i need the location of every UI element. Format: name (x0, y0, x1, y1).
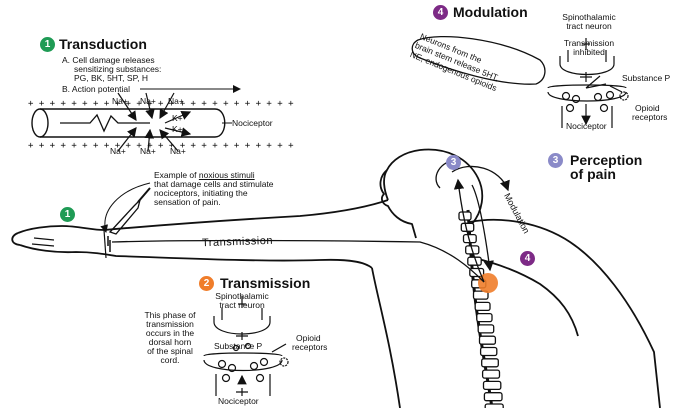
transmission-phase-line2: transmission (146, 319, 194, 329)
vertebra (481, 369, 501, 379)
transduction-item-a-line1: A. Cell damage releases (62, 55, 155, 65)
modulation-opioid-line1: Opioid (635, 103, 660, 113)
back-step-4-marker: 4 (520, 251, 535, 266)
transduction-item-a-line2: sensitizing substances: (74, 64, 162, 74)
vertebra (477, 324, 495, 334)
stimulus-note-line3: nociceptors, initiating the (154, 188, 248, 198)
modulation-substance-p: Substance P (622, 73, 671, 83)
perception-title-line1: Perception (570, 152, 643, 168)
nerve-fiber-illustration: + + + + + + + + + + + + + + + + + + + + … (28, 85, 294, 152)
step-4-badge: 4 (433, 5, 448, 20)
modulation-title: Modulation (453, 4, 528, 20)
vertebra (483, 392, 503, 402)
arm-step-1-marker: 1 (60, 207, 75, 222)
ion-label: Na+ (168, 96, 184, 106)
step-1-badge: 1 (40, 37, 55, 52)
vertebra (474, 301, 491, 312)
transmission-phase-line5: of the spinal (147, 346, 193, 356)
transmission-title: Transmission (220, 275, 311, 291)
vertebra (484, 403, 504, 408)
transmission-phase-line3: occurs in the (145, 328, 195, 338)
vertebra (481, 358, 499, 368)
vertebra (482, 380, 502, 391)
transmission-phase-line1: This phase of (144, 310, 196, 320)
transmission-synapse (203, 296, 289, 396)
vertebra (460, 222, 475, 232)
ion-label: Na+ (140, 146, 156, 156)
modulation-inhibited-line2: inhibited (573, 47, 605, 57)
step-3-badge: 3 (548, 153, 563, 168)
transmission-nociceptor: Nociceptor (218, 396, 259, 406)
svg-text:+ + + + + + + + + + + + + + +: + + + + + + + + + + + + + + + + + + + + … (28, 99, 294, 109)
transduction-title: Transduction (59, 36, 147, 52)
ion-label: K+ (172, 124, 183, 134)
transduction-item-a-line3: PG, BK, 5HT, SP, H (74, 73, 149, 83)
modulation-neuron-line2: tract neuron (566, 21, 612, 31)
vertebra (472, 290, 489, 300)
perception-title-line2: of pain (570, 166, 616, 182)
ion-label: Na+ (170, 146, 186, 156)
arm-transmission-label: Transmission (201, 234, 274, 250)
ion-label: Na+ (140, 96, 156, 106)
stimulus-note-line4: sensation of pain. (154, 197, 221, 207)
stimulus-note-line1: Example of noxious stimuli (154, 170, 255, 181)
transmission-phase-line4: dorsal horn (148, 337, 192, 347)
stimulus-prefix: Example of (154, 170, 199, 180)
transmission-neuron-line1: Spinothalamic (215, 291, 269, 301)
transmission-phase-line6: cord. (160, 355, 180, 365)
vertebra (478, 335, 497, 345)
spinal-column (458, 209, 504, 408)
body-outline (11, 148, 661, 408)
modulation-neuron-line1: Spinothalamic (562, 12, 616, 22)
scalpel-illustration (108, 187, 151, 235)
stimulus-arrow (100, 182, 151, 233)
step-2-badge: 2 (199, 276, 214, 291)
transduction-item-b: B. Action potential (62, 84, 131, 94)
modulation-synapse (547, 38, 629, 128)
ion-label: Na+ (112, 96, 128, 106)
ion-label: K+ (172, 113, 183, 123)
transmission-opioid-line1: Opioid (296, 333, 321, 343)
stimulus-note-line2: that damage cells and stimulate (154, 179, 274, 189)
vertebra (479, 346, 498, 357)
modulation-note-card (411, 36, 546, 85)
dorsal-horn-highlight (478, 273, 498, 293)
modulation-nociceptor: Nociceptor (566, 121, 607, 131)
modulation-opioid-line2: receptors (632, 112, 668, 122)
nociceptor-label: Nociceptor (232, 118, 273, 128)
transmission-substance-p: Substance P (214, 341, 263, 351)
head-step-3-marker: 3 (446, 155, 461, 170)
modulation-inhibited-line1: Transmission (563, 38, 615, 48)
svg-text:+ + + + + + + + + + + + + + +: + + + + + + + + + + + + + + + + + + + + … (28, 141, 294, 151)
transmission-neuron-line2: tract neuron (219, 300, 265, 310)
vertebra (458, 211, 472, 221)
vertebra (476, 312, 493, 323)
ion-label: Na+ (110, 146, 126, 156)
stimulus-underlined: noxious stimuli (198, 170, 255, 180)
transmission-opioid-line2: receptors (292, 342, 328, 352)
